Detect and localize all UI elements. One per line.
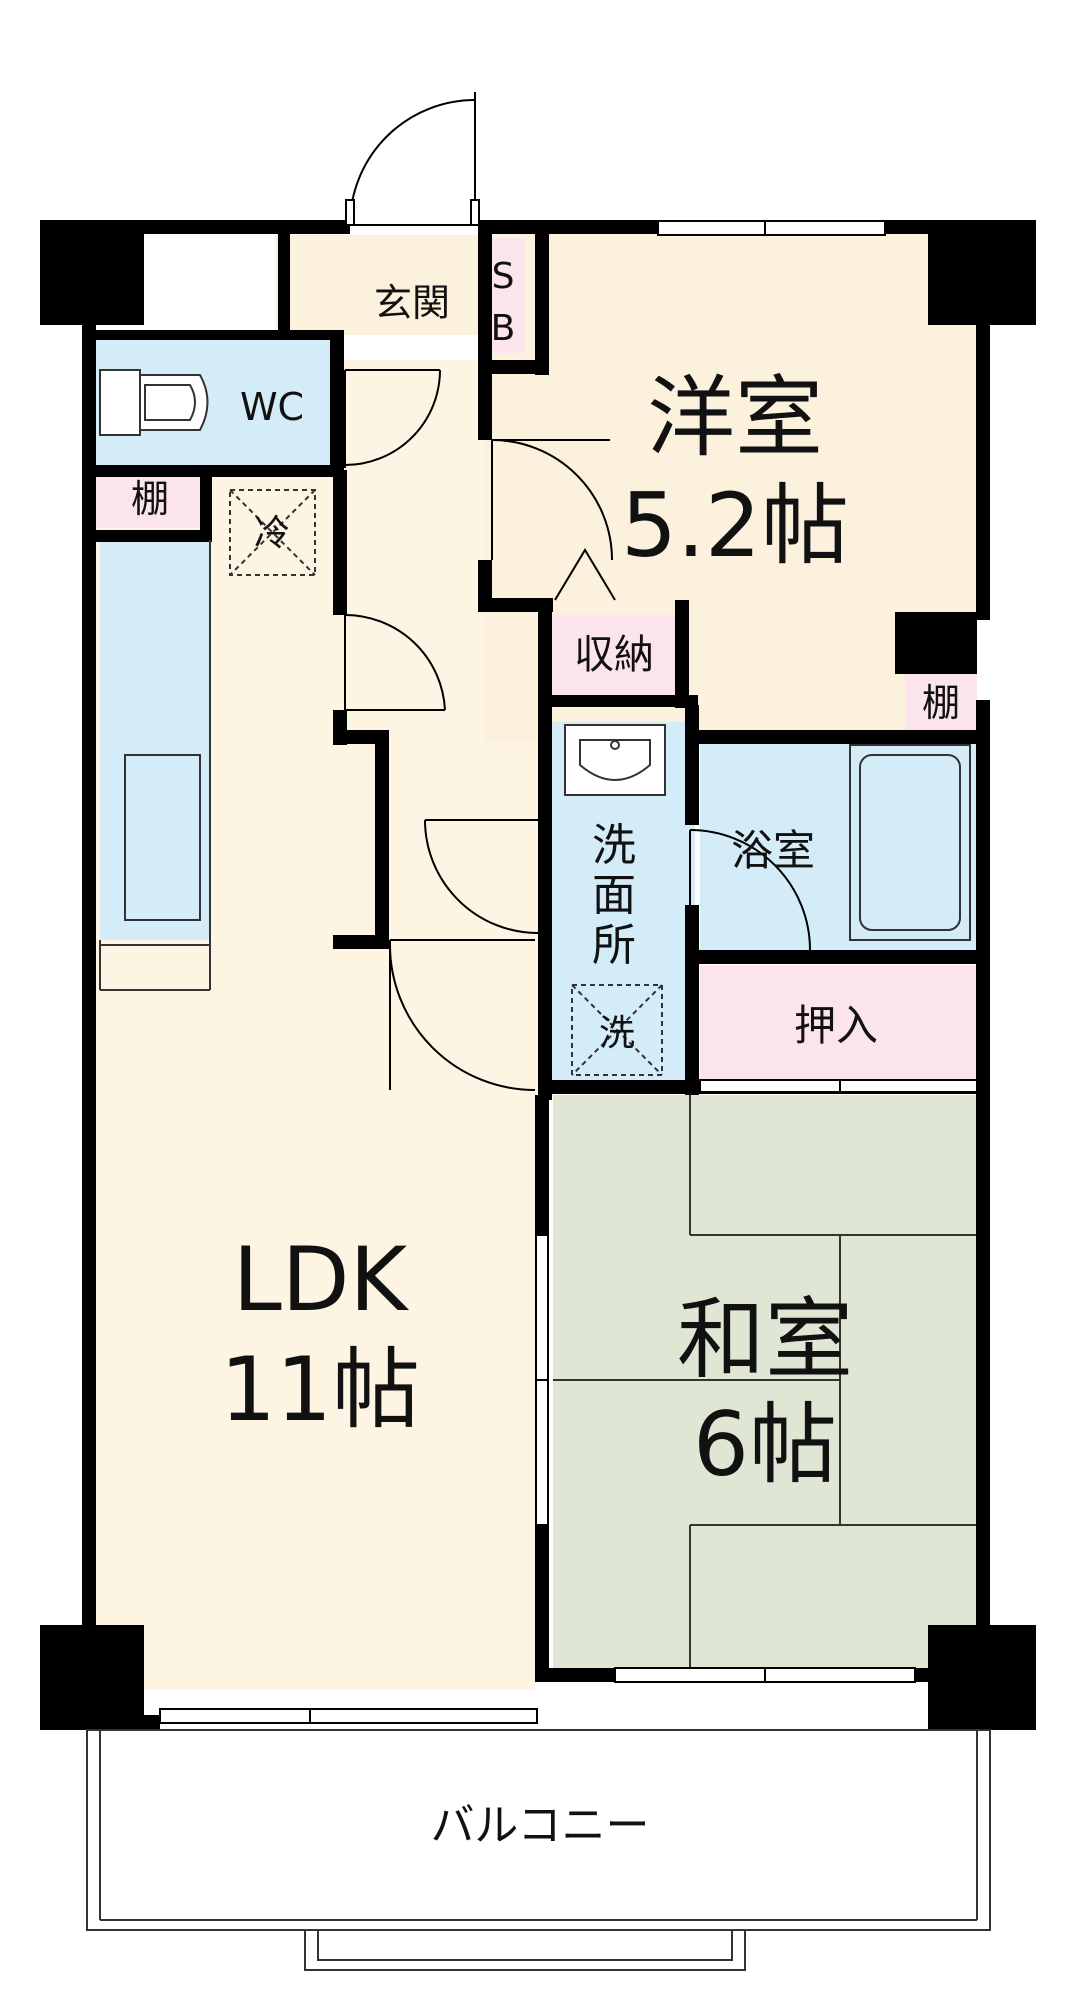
tatami-floor [553,1095,977,1670]
balcony-step [304,1929,746,1971]
fridge-label: 冷 [254,513,290,554]
shelf-left-floor [95,470,205,528]
ldk-size: 11帖 [220,1338,420,1441]
washer-label: 洗 [599,1013,635,1054]
washroom-label-line3: 所 [592,920,636,971]
window-ldk-bottom [159,1708,538,1724]
bathtub-icon [849,744,971,941]
bathroom-label: 浴室 [731,826,815,875]
pillar-bottom-left [40,1625,144,1730]
pillar-top-right [928,220,1036,325]
fixtures [99,369,971,1076]
entrance-label: 玄関 [374,281,450,325]
wash-basin-icon [564,724,666,796]
labels: 玄関 S B WC 棚 冷 洋室 5.2帖 収納 棚 洗 面 所 洗 浴室 押入… [131,256,960,1851]
window-western-top [657,220,886,236]
washroom-label-line2: 面 [592,870,636,921]
toilet-icon [99,369,209,436]
closet-label: 収納 [574,632,654,678]
japanese-room-size: 6帖 [693,1393,837,1496]
western-room-name: 洋室 [647,366,823,469]
shelf-right-floor [905,672,977,730]
balcony [86,1729,991,1971]
fridge-space-icon [229,489,316,576]
pillar-bottom-right [928,1625,1036,1730]
pillar-top-left [40,220,144,325]
tatami-lines [553,1095,977,1670]
closet-floor [550,615,675,695]
entrance-floor [275,235,480,335]
shoe-box-label-line2: B [491,308,516,349]
western-room-size: 5.2帖 [621,474,849,577]
kitchen-sink-icon [99,540,211,991]
balcony-label: バルコニー [430,1800,649,1851]
oshiire-floor [700,965,977,1080]
washer-space-icon [571,984,663,1076]
window-oshiire [699,1079,978,1093]
windows [159,220,978,1724]
ldk-name: LDK [233,1228,410,1331]
shelf-right-label: 棚 [922,681,960,725]
washroom-label-line1: 洗 [592,820,636,871]
japanese-room-name: 和室 [677,1288,853,1391]
wc-label: WC [240,385,304,429]
oshiire-label: 押入 [794,1001,878,1050]
shoe-box-label-line1: S [492,256,515,297]
shelf-left-label: 棚 [131,477,169,521]
doors [344,92,811,1091]
